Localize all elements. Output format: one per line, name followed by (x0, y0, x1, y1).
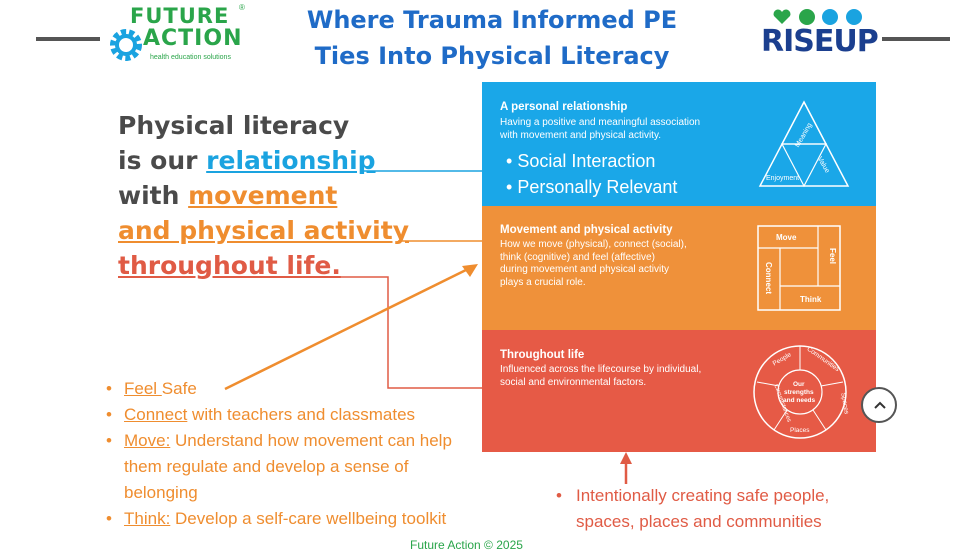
circle-ring-label: Communities (805, 346, 841, 374)
statement-movement: movement (188, 181, 338, 210)
band-heading: A personal relationship (500, 101, 628, 113)
scroll-top-button[interactable] (861, 387, 897, 423)
heart-icon (773, 9, 791, 24)
bullet-text: with teachers and classmates (187, 405, 416, 424)
band-text-line: during movement and physical activity (500, 264, 669, 275)
title-line-1: Where Trauma Informed PE (306, 6, 678, 34)
list-item: Intentionally creating safe people, space… (556, 483, 896, 535)
band-text-line: plays a crucial role. (500, 276, 586, 288)
triangle-label: Value (816, 156, 831, 175)
bullet-text: belonging (124, 483, 198, 502)
bullet-text: Intentionally creating safe people, (576, 486, 830, 505)
statement-line-3: with movement (118, 178, 409, 213)
quadrant-label: Feel (828, 248, 837, 264)
page-title: Where Trauma Informed PE Ties Into Physi… (262, 2, 722, 74)
band-text-line: social and environmental factors. (500, 376, 647, 388)
trauma-informed-bullets: Feel Safe Connect with teachers and clas… (106, 376, 526, 532)
statement-line-2: is our relationship (118, 143, 409, 178)
safe-communities-bullet: Intentionally creating safe people, space… (556, 483, 896, 535)
band-throughout-life: Throughout life Influenced across the li… (482, 330, 876, 452)
future-action-logo-word1: FUTURE (130, 4, 230, 28)
bullet-text: Safe (161, 379, 197, 398)
future-action-logo-word2: ACTION (143, 26, 243, 51)
quadrant-label: Connect (764, 262, 773, 294)
circle-center-label: Our (793, 381, 805, 388)
triangle-label: Enjoyment (766, 175, 799, 182)
running-icon (799, 9, 815, 25)
bullet-key: Connect (124, 405, 188, 424)
statement-line-5: throughout life. (118, 251, 341, 280)
statement-prefix: with (118, 181, 189, 210)
physical-literacy-statement: Physical literacy is our relationship wi… (118, 108, 409, 283)
statement-prefix: is our (118, 146, 207, 175)
yoga-icon (846, 9, 862, 25)
band-text-line: How we move (physical), connect (social)… (500, 239, 687, 250)
band-text: Having a positive and meaningful associa… (500, 117, 700, 142)
statement-relationship: relationship (206, 146, 376, 175)
people-icon (822, 9, 838, 25)
band-personal-relationship: A personal relationship Having a positiv… (482, 82, 876, 206)
chevron-up-icon (874, 401, 886, 409)
list-item: Move: Understand how movement can help th… (106, 428, 526, 506)
band-text: Influenced across the lifecourse by indi… (500, 364, 701, 389)
quadrant-label: Move (776, 233, 797, 242)
statement-line-4: and physical activity (118, 216, 409, 245)
band-bullet: • Social Interaction (506, 151, 656, 171)
bullet-text: Develop a self-care wellbeing toolkit (170, 509, 447, 528)
circle-center-label: strengths (784, 389, 814, 396)
riseup-icons (773, 9, 862, 25)
band-text-line: Influenced across the lifecourse by indi… (500, 364, 702, 375)
bullet-key: Feel (124, 379, 162, 398)
band-bullets: • Social Interaction • Personally Releva… (506, 148, 677, 200)
band-text-line: Having a positive and meaningful associa… (500, 117, 701, 128)
riseup-logo: RISEUP (761, 24, 879, 59)
list-item: Connect with teachers and classmates (106, 402, 526, 428)
footer-copyright: Future Action © 2025 (410, 538, 523, 552)
circle-ring-label: Places (790, 427, 810, 434)
circle-center-label: and needs (783, 397, 816, 404)
list-item: Feel Safe (106, 376, 526, 402)
band-movement-activity: Movement and physical activity How we mo… (482, 206, 876, 330)
band-text-line: with movement and physical activity. (500, 129, 661, 141)
bullet-text: them regulate and develop a sense of (124, 457, 409, 476)
band-heading: Movement and physical activity (500, 224, 673, 236)
bullet-text: Understand how movement can help (170, 431, 452, 450)
band-bullet: • Personally Relevant (506, 177, 678, 197)
band-heading: Throughout life (500, 349, 585, 361)
bullet-text: spaces, places and communities (576, 512, 822, 531)
quadrant-label: Think (800, 295, 822, 304)
logo-registered-mark: ® (239, 3, 245, 12)
triangle-label: Meaning (794, 122, 814, 149)
circle-ring-label: Spaces (839, 392, 850, 415)
gear-icon (110, 29, 142, 61)
list-item: Think: Develop a self-care wellbeing too… (106, 506, 526, 532)
header-rule-right (882, 37, 950, 41)
title-line-2: Ties Into Physical Literacy (314, 42, 670, 70)
bullet-key: Move: (124, 431, 171, 450)
bullet-key: Think: (124, 509, 171, 528)
header-rule-left (36, 37, 100, 41)
band-text: How we move (physical), connect (social)… (500, 239, 687, 289)
statement-line-1: Physical literacy (118, 111, 350, 140)
triangle-diagram: Meaning Value Enjoyment (758, 100, 850, 188)
quadrant-diagram: Move Feel Connect Think (757, 225, 841, 311)
circle-diagram: Our strengths and needs People Communiti… (753, 345, 850, 439)
future-action-tagline: health education solutions (150, 54, 231, 61)
band-text-line: think (cognitive) and feel (affective) (500, 251, 655, 263)
